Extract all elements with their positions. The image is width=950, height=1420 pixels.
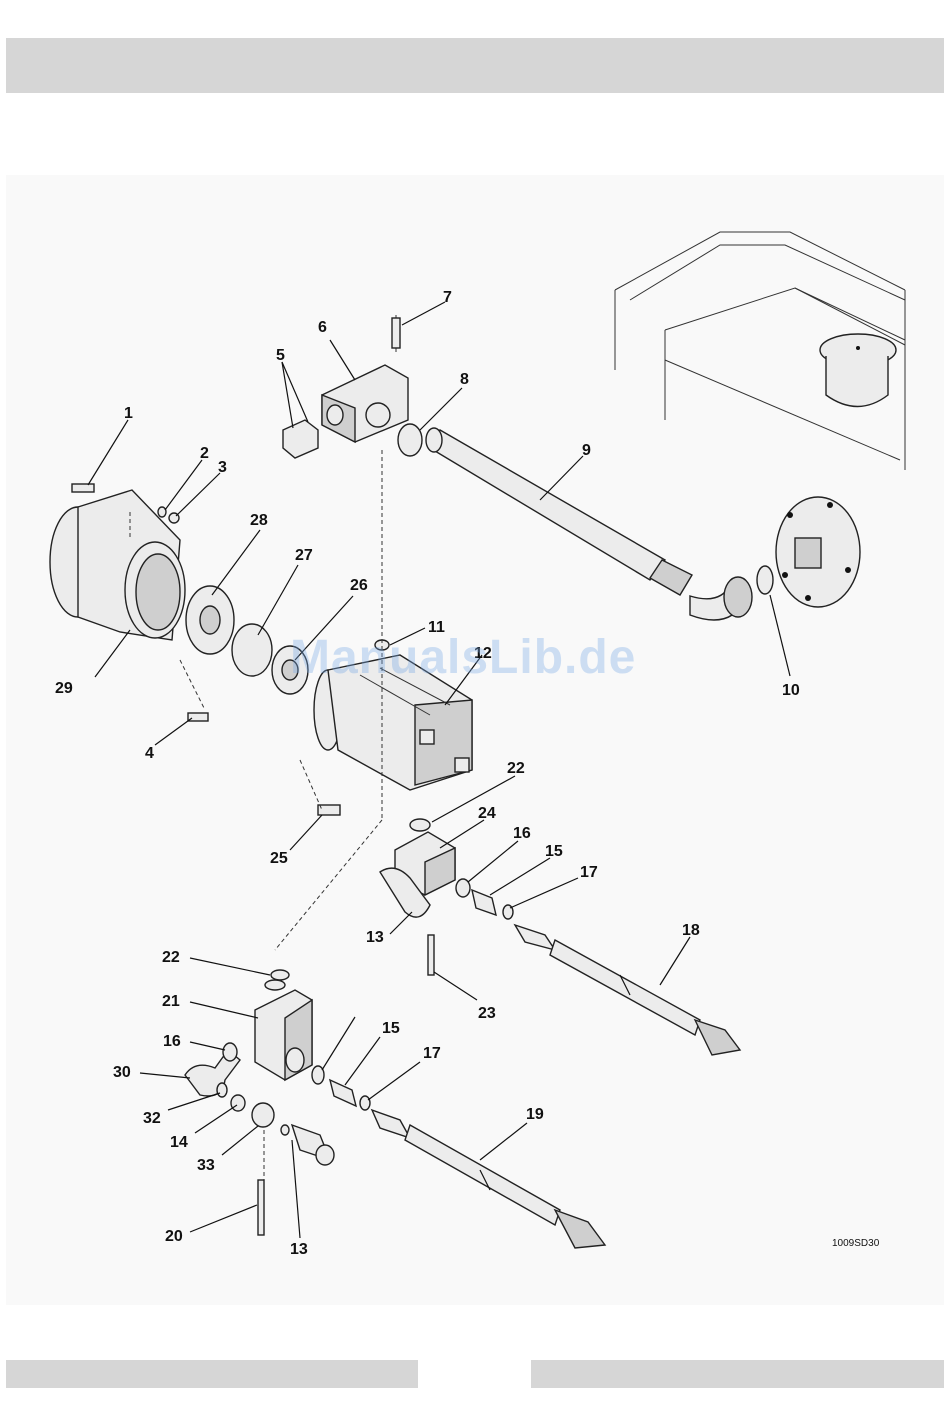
callout-13-lower: 13 [290,1241,308,1258]
hose-clamp [398,424,422,456]
header-bar [6,38,944,93]
callout-23: 23 [478,1005,496,1022]
hydraulic-tank [615,232,905,470]
callout-33: 33 [197,1157,215,1174]
bolt-20 [258,1180,264,1235]
screw-25 [318,805,340,815]
callout-14: 14 [170,1134,188,1151]
fittings-lower [312,1066,370,1110]
callout-27: 27 [295,547,313,564]
exploded-parts-diagram: 1 2 3 4 5 6 7 8 9 10 11 12 13 13 14 15 1… [6,175,944,1305]
callout-17-upper: 17 [580,864,598,881]
watermark: ManualsLib.de [290,630,636,685]
callout-29: 29 [55,680,73,697]
bolt-23 [428,935,434,975]
suction-block [283,315,408,458]
diagram-drawing: 1 2 3 4 5 6 7 8 9 10 11 12 13 13 14 15 1… [6,175,944,1305]
callout-15-lower: 15 [382,1020,400,1037]
callout-28: 28 [250,512,268,529]
footer-bar-right [531,1360,944,1388]
callout-5: 5 [276,347,285,364]
callout-3: 3 [218,459,227,476]
callout-18: 18 [682,922,700,939]
callout-17-lower: 17 [423,1045,441,1062]
valve-block-lower [255,980,312,1080]
drawing-code: 1009SD30 [832,1238,879,1249]
callout-9: 9 [582,442,591,459]
callout-32: 32 [143,1110,161,1127]
footer-bar-left [6,1360,418,1388]
callout-4: 4 [145,745,154,762]
callout-8: 8 [460,371,469,388]
callout-26: 26 [350,577,368,594]
washer-2 [158,507,166,517]
callout-22-lower: 22 [162,949,180,966]
valve-block-upper [380,819,455,917]
screw-4 [188,713,208,721]
callout-16-upper: 16 [513,825,531,842]
callout-19: 19 [526,1106,544,1123]
callout-7: 7 [443,289,452,306]
pressure-hose-upper [515,925,740,1055]
callout-24: 24 [478,805,496,822]
o-ring-22-lower [271,970,289,980]
test-coupling [281,1125,334,1165]
callout-20: 20 [165,1228,183,1245]
callout-10: 10 [782,682,800,699]
callout-1: 1 [124,405,133,422]
stud-1 [72,484,94,492]
callout-13-upper: 13 [366,929,384,946]
callout-2: 2 [200,445,209,462]
callout-25: 25 [270,850,288,867]
callout-22-upper: 22 [507,760,525,777]
callout-15-upper: 15 [545,843,563,860]
pressure-hose-lower [372,1110,605,1248]
callout-30: 30 [113,1064,131,1081]
callout-16-lower: 16 [163,1033,181,1050]
fittings-upper [456,879,513,919]
tank-flange [757,497,860,607]
callout-6: 6 [318,319,327,336]
callout-21: 21 [162,993,180,1010]
